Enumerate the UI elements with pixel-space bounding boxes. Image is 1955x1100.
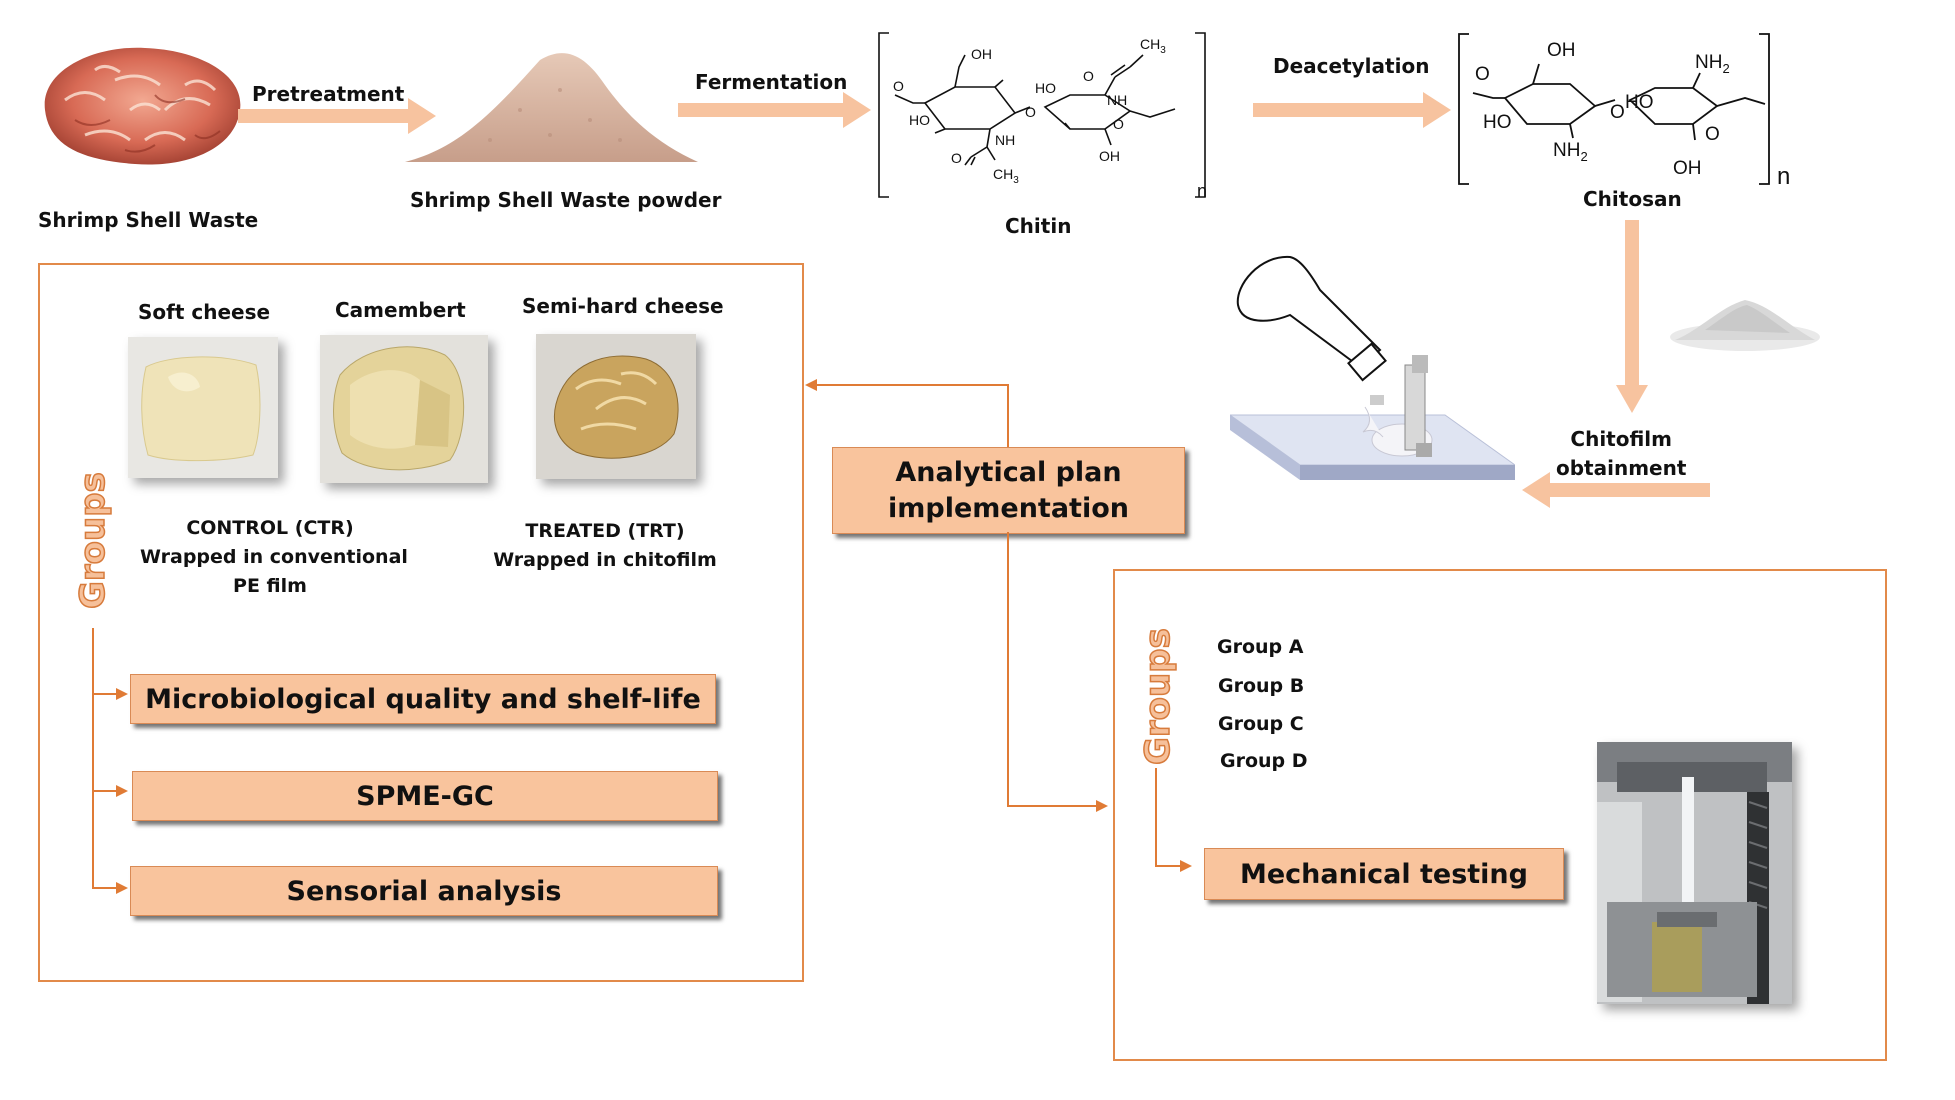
fermentation-label: Fermentation: [695, 70, 848, 94]
sample-label-camembert: Camembert: [335, 298, 466, 322]
chem-o-link: O: [1025, 104, 1036, 120]
shrimp-powder-label: Shrimp Shell Waste powder: [410, 188, 722, 212]
semi-hard-cheese-photo: [536, 334, 696, 479]
chitosan-o-left: O: [1475, 64, 1490, 85]
chitin-label: Chitin: [1005, 214, 1072, 238]
chem-o-left: O: [893, 78, 904, 94]
chem-n-chitosan: n: [1777, 163, 1790, 190]
group-c: Group C: [1218, 713, 1304, 735]
arrow-chitofilm-left: [1522, 472, 1710, 508]
chitosan-structure: O OH HO NH2 O HO O NH2 OH n: [1458, 33, 1790, 190]
film-casting-image: [1228, 255, 1517, 515]
control-line2: Wrapped in conventional: [140, 546, 408, 568]
analysis-spme-gc: SPME-GC: [132, 771, 718, 821]
chitosan-ho-2: HO: [1625, 92, 1654, 113]
chem-oh-2: OH: [1099, 148, 1120, 164]
control-line3: PE film: [233, 575, 307, 597]
arrow-fermentation: [678, 92, 871, 128]
analysis-sensorial: Sensorial analysis: [130, 866, 718, 916]
chem-o-ring: O: [1113, 116, 1124, 132]
chitosan-ho-1: HO: [1483, 112, 1512, 133]
chitosan-oh-1: OH: [1547, 40, 1576, 61]
sample-label-soft-cheese: Soft cheese: [138, 300, 271, 324]
chitosan-oh-2: OH: [1673, 158, 1702, 179]
mechanical-testing-photo: [1597, 742, 1792, 1004]
arrowhead-analysis-1: [116, 688, 128, 700]
analysis-mechanical-testing: Mechanical testing: [1204, 848, 1564, 900]
arrow-chitosan-down: [1616, 220, 1648, 413]
chitofilm-line2: obtainment: [1556, 456, 1687, 480]
right-panel: [1113, 569, 1887, 1061]
chem-o-carbonyl-1: O: [951, 150, 962, 166]
arrowhead-right-panel: [1096, 800, 1108, 812]
group-d: Group D: [1220, 750, 1308, 772]
camembert-photo: [320, 335, 488, 483]
chem-o-carbonyl-2: O: [1083, 68, 1094, 84]
chem-n-chitin: n: [1197, 181, 1207, 201]
chitosan-label: Chitosan: [1583, 187, 1682, 211]
groups-label-left: Groups: [72, 471, 114, 609]
deacetylation-label: Deacetylation: [1273, 54, 1430, 78]
sample-label-semi-hard: Semi-hard cheese: [522, 294, 724, 318]
chitosan-nh2-2: NH2: [1695, 52, 1730, 76]
treated-line2: Wrapped in chitofilm: [493, 549, 717, 571]
treated-group-text: TREATED (TRT) Wrapped in chitofilm: [490, 517, 720, 575]
analytical-plan-box: Analytical plan implementation: [832, 447, 1185, 534]
chitin-structure: O OH HO NH O CH3 O HO O NH O CH3 OH n: [878, 32, 1207, 201]
control-line1: CONTROL (CTR): [186, 517, 354, 539]
analytical-plan-line2: implementation: [887, 492, 1129, 524]
arrowhead-left-panel: [805, 379, 817, 391]
chitosan-o-ring: O: [1705, 124, 1720, 145]
control-group-text: CONTROL (CTR) Wrapped in conventional PE…: [140, 514, 408, 601]
chem-nh-2: NH: [1107, 92, 1127, 108]
group-b: Group B: [1218, 675, 1305, 697]
arrow-pretreatment: [238, 98, 436, 134]
left-panel: [38, 263, 804, 982]
pretreatment-label: Pretreatment: [252, 82, 405, 106]
chem-nh-1: NH: [995, 132, 1015, 148]
groups-label-right: Groups: [1137, 627, 1179, 765]
analytical-plan-line1: Analytical plan: [895, 456, 1122, 488]
soft-cheese-photo: [128, 337, 278, 478]
chem-ch3-1: CH3: [993, 166, 1019, 186]
chitofilm-line1: Chitofilm: [1570, 427, 1672, 451]
shrimp-shell-waste-label: Shrimp Shell Waste: [38, 208, 259, 232]
chem-oh-1: OH: [971, 46, 992, 62]
treated-line1: TREATED (TRT): [525, 520, 685, 542]
arrowhead-analysis-2: [116, 785, 128, 797]
chitosan-powder-image: [1665, 285, 1825, 355]
arrowhead-mechanical: [1180, 860, 1192, 872]
chitosan-nh2-1: NH2: [1553, 140, 1588, 164]
shrimp-powder-image: [400, 40, 700, 170]
chem-ho-2: HO: [1035, 80, 1056, 96]
chem-ch3-2: CH3: [1140, 36, 1166, 56]
chitofilm-label: Chitofilm obtainment: [1556, 425, 1686, 483]
group-a: Group A: [1217, 636, 1304, 658]
arrow-deacetylation: [1253, 92, 1451, 128]
chitosan-o-link: O: [1610, 102, 1625, 123]
chem-ho-1: HO: [909, 112, 930, 128]
analysis-microbiological: Microbiological quality and shelf-life: [130, 674, 716, 724]
arrowhead-analysis-3: [116, 882, 128, 894]
shrimp-shell-waste-image: [35, 40, 250, 170]
